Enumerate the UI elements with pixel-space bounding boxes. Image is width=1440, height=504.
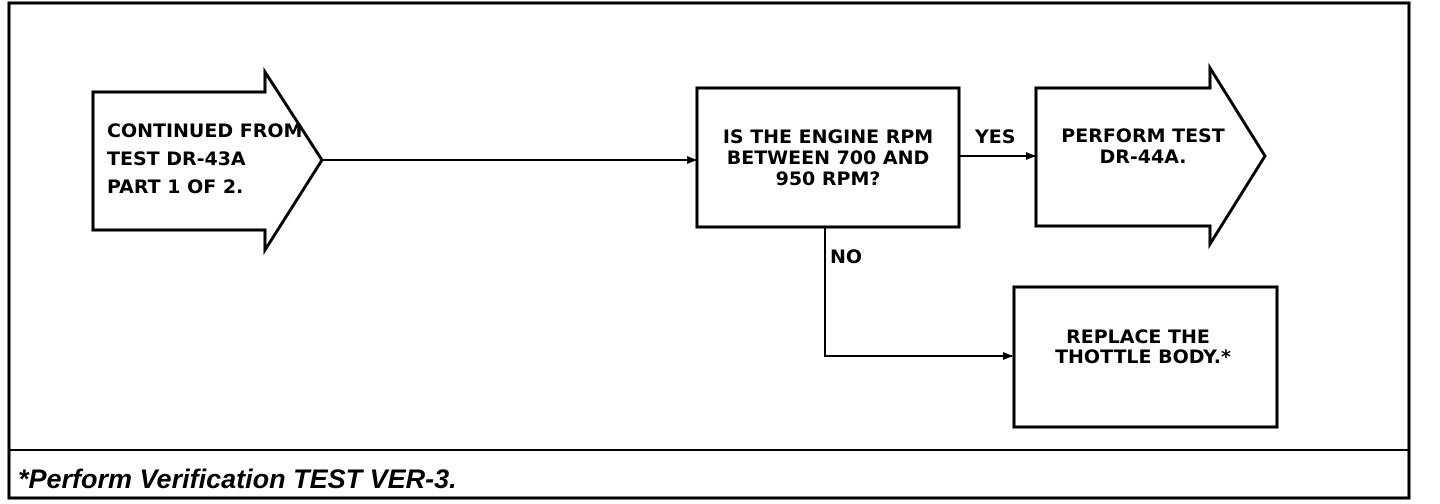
perform-line-2: DR-44A. [1099,146,1186,168]
start-line-3: PART 1 OF 2. [107,176,243,198]
replace-line-2: THOTTLE BODY.* [1055,346,1231,368]
node-decision: IS THE ENGINE RPM BETWEEN 700 AND 950 RP… [695,86,961,229]
node-continued-from: CONTINUED FROM TEST DR-43A PART 1 OF 2. [91,66,324,256]
edge-no [824,227,1013,360]
perform-line-1: PERFORM TEST [1061,125,1224,147]
diagram-border [7,1,1411,500]
decision-line-1: IS THE ENGINE RPM [723,126,933,148]
decision-box [695,86,961,229]
yes-arrow-shape [1034,62,1267,250]
replace-box [1012,285,1279,429]
no-label: NO [830,246,862,268]
start-line-1: CONTINUED FROM [107,120,302,142]
yes-label: YES [974,126,1015,148]
node-perform-test: PERFORM TEST DR-44A. [1034,62,1267,250]
start-line-2: TEST DR-43A [107,148,246,170]
replace-line-1: REPLACE THE [1066,326,1210,348]
footnote-text: *Perform Verification TEST VER-3. [18,464,457,494]
node-replace-throttle: REPLACE THE THOTTLE BODY.* [1012,285,1279,429]
start-arrow-shape [91,66,324,256]
decision-line-3: 950 RPM? [776,168,881,190]
decision-line-2: BETWEEN 700 AND [727,147,930,169]
